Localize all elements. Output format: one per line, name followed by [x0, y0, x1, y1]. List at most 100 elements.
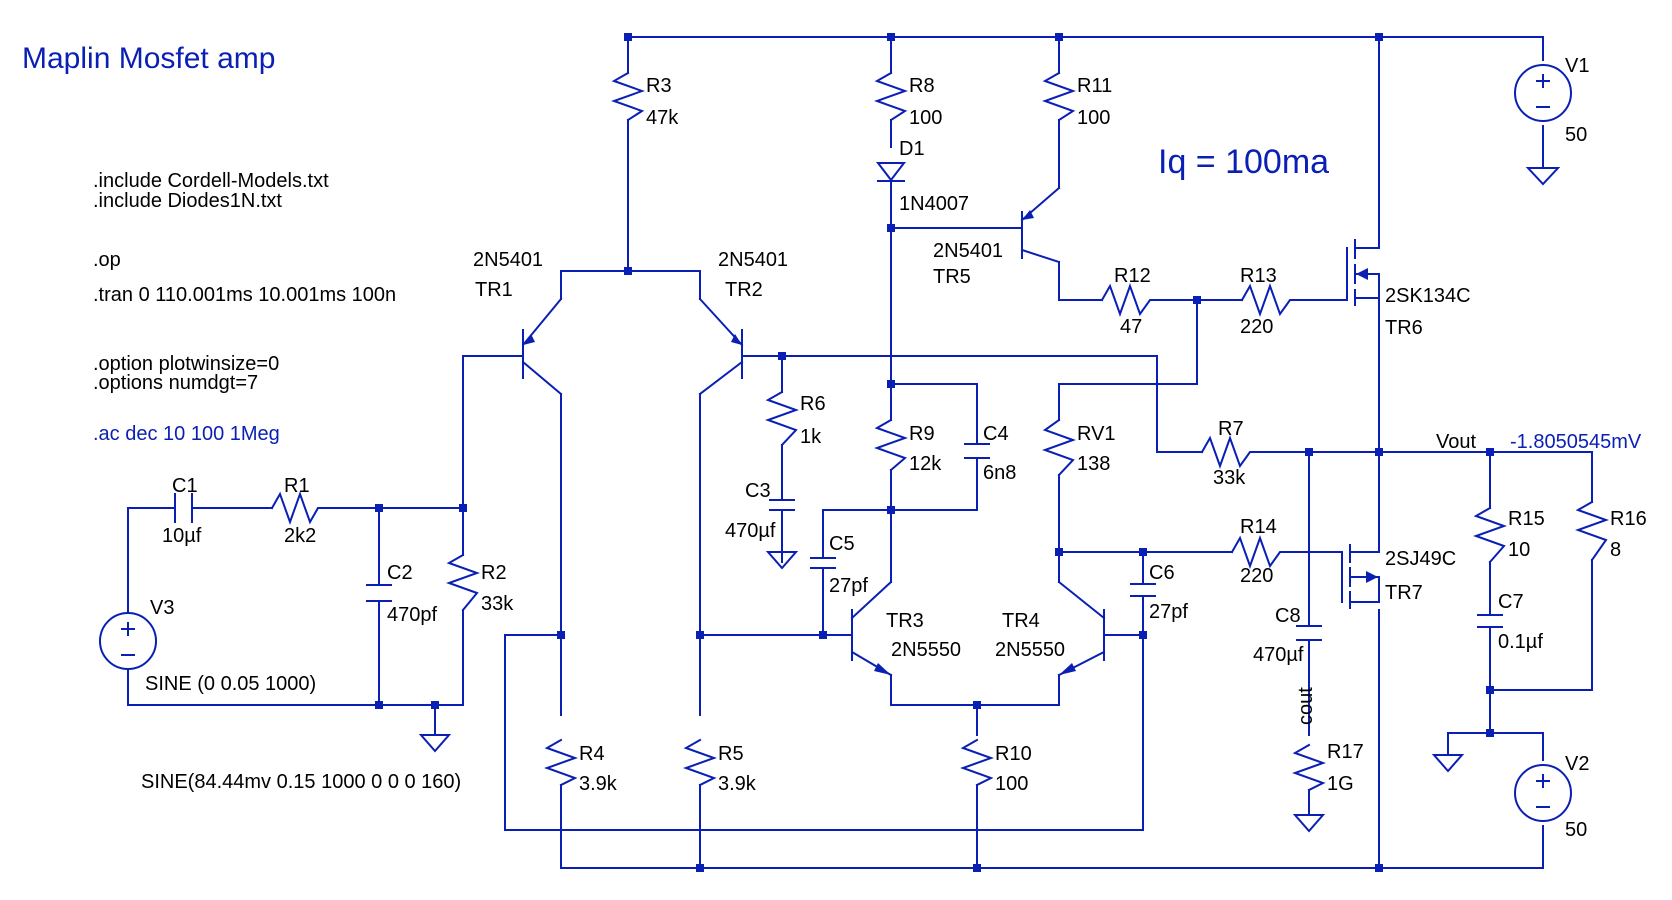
c8-ref: C8 [1275, 605, 1301, 627]
r1-value: 2k2 [284, 525, 316, 547]
ground-input [418, 734, 452, 753]
c6-value: 27pf [1149, 601, 1188, 623]
ground-v1 [1525, 167, 1561, 186]
r10-value: 100 [995, 773, 1028, 795]
tr2-model: 2N5401 [718, 249, 788, 271]
r5-ref: R5 [718, 743, 744, 765]
resistor-r4 [544, 738, 578, 787]
resistors [270, 71, 1609, 792]
r13-value: 220 [1240, 316, 1273, 338]
c4-value: 6n8 [983, 462, 1016, 484]
v1-ref: V1 [1565, 55, 1589, 77]
transistor-tr1 [521, 297, 563, 396]
resistor-r5 [683, 738, 717, 787]
tr5-model: 2N5401 [933, 240, 1003, 262]
probe-value: -1.8050545mV [1510, 431, 1642, 453]
r8-ref: R8 [909, 75, 935, 97]
junctions [375, 33, 1494, 872]
tr5-ref: TR5 [933, 266, 971, 288]
capacitor-c3 [769, 499, 795, 511]
resistor-r14 [1230, 535, 1289, 569]
capacitor-c7 [1477, 614, 1503, 628]
r15-value: 10 [1508, 539, 1530, 561]
tr7-model: 2SJ49C [1385, 548, 1456, 570]
d1-value: 1N4007 [899, 193, 969, 215]
c6-ref: C6 [1149, 562, 1175, 584]
tr3-ref: TR3 [886, 610, 924, 632]
c3-ref: C3 [745, 480, 771, 502]
directive-op: .op [93, 249, 121, 271]
capacitor-c8 [1296, 625, 1322, 641]
r12-ref: R12 [1114, 265, 1151, 287]
page-title: Maplin Mosfet amp [22, 42, 275, 75]
r6-ref: R6 [800, 393, 826, 415]
r12-value: 47 [1120, 316, 1142, 338]
resistor-r3 [611, 71, 645, 122]
transistor-tr4 [1057, 580, 1106, 677]
c7-value: 0.1µf [1498, 631, 1543, 653]
capacitors [174, 443, 1503, 641]
resistor-r9 [874, 418, 908, 472]
tr1-ref: TR1 [475, 279, 513, 301]
tr4-model: 2N5550 [995, 639, 1065, 661]
c1-value: 10µf [162, 525, 202, 547]
voltage-sources [99, 64, 1572, 822]
r16-value: 8 [1610, 539, 1621, 561]
r1-ref: R1 [284, 475, 310, 497]
r11-ref: R11 [1077, 75, 1112, 97]
r5-value: 3.9k [718, 773, 757, 795]
v3-value: SINE (0 0.05 1000) [145, 673, 316, 695]
rv1-ref: RV1 [1077, 423, 1116, 445]
diode-d1 [875, 162, 907, 182]
directive-include1: .include Cordell-Models.txt [93, 170, 329, 192]
transistors [521, 186, 1106, 677]
r14-value: 220 [1240, 565, 1273, 587]
c3-value: 470µf [725, 520, 776, 542]
net-label-cout: cout [1295, 687, 1317, 725]
ground-c3 [765, 551, 799, 570]
c7-ref: C7 [1498, 591, 1524, 613]
resistor-r12 [1100, 283, 1160, 317]
r9-value: 12k [909, 453, 942, 475]
v3-ref: V3 [150, 597, 174, 619]
wires [127, 36, 1593, 869]
r8-value: 100 [909, 107, 942, 129]
r4-ref: R4 [579, 743, 605, 765]
tr4-ref: TR4 [1002, 610, 1040, 632]
r13-ref: R13 [1240, 265, 1277, 287]
resistor-r15 [1473, 506, 1507, 564]
r17-value: 1G [1327, 773, 1354, 795]
source-v3 [99, 612, 157, 670]
r14-ref: R14 [1240, 516, 1277, 538]
ground-r17 [1292, 814, 1326, 833]
r16-ref: R16 [1610, 508, 1647, 530]
r15-ref: R15 [1508, 508, 1545, 530]
resistor-r2 [446, 553, 480, 612]
capacitor-c5 [810, 557, 836, 569]
r7-ref: R7 [1218, 418, 1244, 440]
resistor-r8 [874, 71, 908, 122]
capacitor-c1 [174, 493, 193, 523]
resistor-r10 [960, 738, 994, 787]
r9-ref: R9 [909, 423, 935, 445]
c1-ref: C1 [172, 475, 198, 497]
directive-tran: .tran 0 110.001ms 10.001ms 100n [93, 284, 396, 306]
tr7-ref: TR7 [1385, 582, 1423, 604]
resistor-r11 [1042, 71, 1076, 122]
r4-value: 3.9k [579, 773, 618, 795]
directive-include2: .include Diodes1N.txt [93, 190, 282, 212]
c2-ref: C2 [387, 562, 413, 584]
r2-ref: R2 [481, 562, 507, 584]
tr6-ref: TR6 [1385, 317, 1423, 339]
resistor-r16 [1575, 500, 1609, 562]
mosfet-tr7 [1341, 529, 1380, 609]
tr6-model: 2SK134C [1385, 285, 1471, 307]
capacitor-c2 [366, 584, 392, 602]
resistor-rv1 [1042, 418, 1076, 477]
tr1-model: 2N5401 [473, 249, 543, 271]
iq-label: Iq = 100ma [1158, 143, 1329, 181]
r7-value: 33k [1213, 467, 1246, 489]
tr3-model: 2N5550 [891, 639, 961, 661]
c2-value: 470pf [387, 604, 437, 626]
r10-ref: R10 [995, 743, 1032, 765]
